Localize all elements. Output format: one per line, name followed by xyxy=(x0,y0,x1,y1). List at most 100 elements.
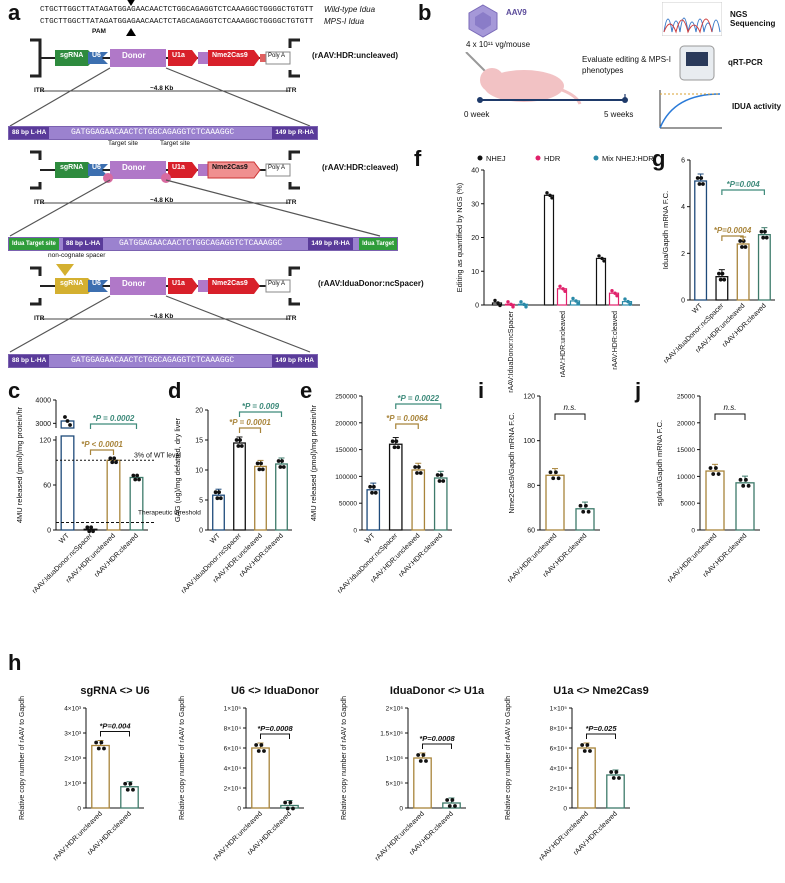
data-point xyxy=(123,781,128,786)
u6-label: U6 xyxy=(92,52,101,59)
data-point xyxy=(94,740,99,745)
itr-right-label: ITR xyxy=(286,315,297,322)
significance-bracket xyxy=(89,449,115,455)
cut-site-marker-icon xyxy=(126,28,136,36)
target-site-note: Target site xyxy=(108,140,138,147)
donor-element xyxy=(110,49,166,67)
itr-left-label: ITR xyxy=(34,315,45,322)
data-point xyxy=(522,302,526,307)
y-tick-label: 0 xyxy=(563,806,567,813)
panel-letter-e: e xyxy=(300,378,313,403)
y-tick-label: 15 xyxy=(195,438,203,445)
donor-label: Donor xyxy=(122,51,146,60)
significance-label: *P=0.004 xyxy=(99,722,131,731)
y-tick-label: 4000 xyxy=(35,398,51,405)
chart-title: IduaDonor <> U1a xyxy=(390,685,485,697)
bar xyxy=(366,489,381,531)
data-point xyxy=(720,271,725,276)
data-point xyxy=(614,770,619,774)
y-tick-label: 2×10³ xyxy=(64,756,82,763)
data-point xyxy=(445,798,450,802)
sgrna-element xyxy=(55,50,96,66)
data-point xyxy=(738,477,743,482)
data-point xyxy=(437,479,442,483)
y-tick-label: 40 xyxy=(471,168,479,175)
timepoint-5: 5 weeks xyxy=(604,110,634,119)
x-tick-label: rAAV:HDR:uncleaved xyxy=(374,810,426,862)
significance-label: *P=0.0004 xyxy=(714,226,752,235)
hdr-template-bar: Idua Target site 88 bp L-HA GATGGAGAACAA… xyxy=(8,237,398,251)
data-point xyxy=(238,438,242,442)
data-point xyxy=(759,229,764,234)
x-tick-label: rAAV:HDR:cleaved xyxy=(93,532,140,579)
data-point xyxy=(611,776,616,780)
timepoint-0: 0 week xyxy=(464,110,490,119)
data-point xyxy=(511,305,515,309)
data-point xyxy=(556,476,561,481)
data-point xyxy=(744,477,748,482)
x-tick-label: rAAV:HDR:uncleaved xyxy=(506,532,558,584)
data-point xyxy=(695,176,700,180)
y-tick-label: 1×10⁵ xyxy=(550,706,568,713)
data-point xyxy=(571,296,575,301)
y-tick-label: 1×10³ xyxy=(64,781,82,788)
y-axis-label: Relative copy number of rAAV to Gapdh xyxy=(505,696,512,820)
y-tick-label: 0 xyxy=(399,806,403,813)
data-point xyxy=(257,467,262,472)
significance-bracket xyxy=(554,413,586,420)
bar xyxy=(577,747,596,809)
ns-label: n.s. xyxy=(724,403,737,412)
data-point xyxy=(259,461,263,466)
data-point xyxy=(628,302,632,306)
rha-label: 149 bp R-HA xyxy=(308,238,353,250)
rha-label: 149 bp R-HA xyxy=(272,127,317,139)
y-axis-label: Idua/Gapdh mRNA F.C. xyxy=(661,191,670,269)
construct-label: (rAAV:HDR:cleaved) xyxy=(322,163,399,172)
x-tick-label: rAAV:HDR:uncleaved xyxy=(538,810,590,862)
y-tick-label: 5×10⁵ xyxy=(386,781,404,788)
significance-bracket xyxy=(238,411,283,417)
u6-label: U6 xyxy=(92,280,101,287)
timeline xyxy=(477,94,628,103)
data-point xyxy=(255,461,260,466)
evaluate-label: Evaluate editing & MPS-I phenotypes xyxy=(582,55,671,75)
data-point xyxy=(421,753,426,757)
panel-letter-a: a xyxy=(8,0,21,25)
data-point xyxy=(262,749,266,753)
target-site-note: Target site xyxy=(160,140,190,147)
legend-marker xyxy=(477,155,483,161)
significance-label: *P=0.0008 xyxy=(419,734,455,743)
bar xyxy=(705,470,725,531)
y-tick-label: 8×10⁴ xyxy=(224,726,242,733)
polya-label: Poly A xyxy=(268,281,286,287)
donor-label: Donor xyxy=(122,163,146,172)
significance-label: *P = 0.009 xyxy=(242,402,280,411)
legend-label: HDR xyxy=(544,154,561,163)
data-point xyxy=(609,770,614,774)
data-point xyxy=(415,471,419,475)
y-tick-label: 5000 xyxy=(681,501,696,508)
itr-right-label: ITR xyxy=(286,87,297,94)
y-tick-label: 25000 xyxy=(677,394,695,401)
x-tick-label: rAAV:HDR:cleaved xyxy=(398,532,445,579)
target-left-label: Idua Target site xyxy=(9,238,59,250)
wt-sequence-label: Wild-type Idua xyxy=(324,5,376,14)
aav-label: AAV9 xyxy=(506,8,527,17)
annotation-threshold: Therapeutic threshold xyxy=(138,510,201,517)
data-point xyxy=(260,467,265,472)
data-point xyxy=(586,509,591,514)
data-point xyxy=(626,299,630,304)
y-tick-label: 20000 xyxy=(677,420,695,427)
data-point xyxy=(602,259,606,263)
bar xyxy=(280,804,299,809)
data-point xyxy=(396,445,401,450)
polya-label: Poly A xyxy=(268,53,286,59)
y-tick-label: 4×10⁴ xyxy=(224,766,242,773)
data-point xyxy=(708,466,713,470)
bar xyxy=(433,477,448,531)
data-point xyxy=(582,749,587,753)
bar xyxy=(757,234,771,301)
legend-label: NHEJ xyxy=(486,154,506,163)
data-point xyxy=(623,297,627,301)
y-tick-label: 60 xyxy=(527,528,535,535)
